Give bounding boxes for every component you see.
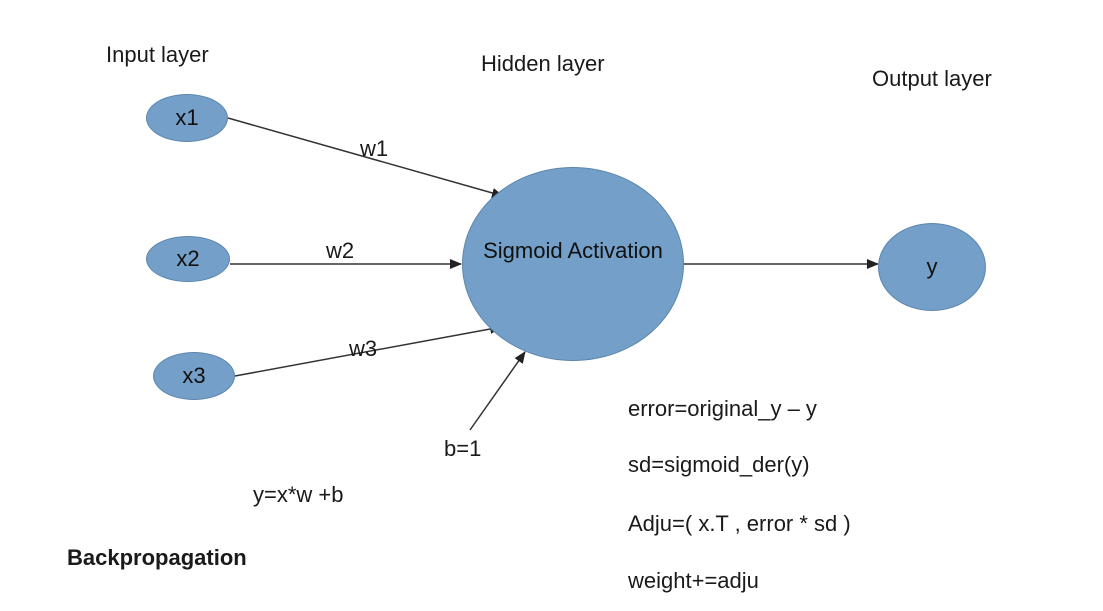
hidden-layer-title: Hidden layer (481, 51, 605, 76)
weight-label-w3: w3 (349, 336, 378, 361)
equation-sigmoid-derivative: sd=sigmoid_der(y) (628, 452, 810, 477)
equation-error: error=original_y – y (628, 396, 817, 421)
weight-label-w1: w1 (360, 136, 389, 161)
output-layer-title: Output layer (872, 66, 992, 91)
backpropagation-heading: Backpropagation (67, 545, 247, 570)
linear-formula: y=x*w +b (253, 482, 344, 507)
hidden-node-label: Sigmoid Activation (483, 238, 663, 263)
hidden-node-sigmoid: Sigmoid Activation (462, 167, 684, 361)
weight-label-w2: w2 (326, 238, 355, 263)
input-layer-title: Input layer (106, 42, 209, 67)
equation-adjustment: Adju=( x.T , error * sd ) (628, 511, 851, 536)
equation-weight-update: weight+=adju (628, 568, 759, 593)
edge-x1-hidden (227, 117, 504, 198)
input-node-x3: x3 (153, 352, 235, 400)
input-node-x1: x1 (146, 94, 228, 142)
edge-x3-hidden (234, 324, 502, 377)
bias-label: b=1 (444, 436, 482, 461)
input-node-x2: x2 (146, 236, 230, 282)
output-node-y: y (878, 223, 986, 311)
edge-bias-hidden (469, 351, 526, 431)
